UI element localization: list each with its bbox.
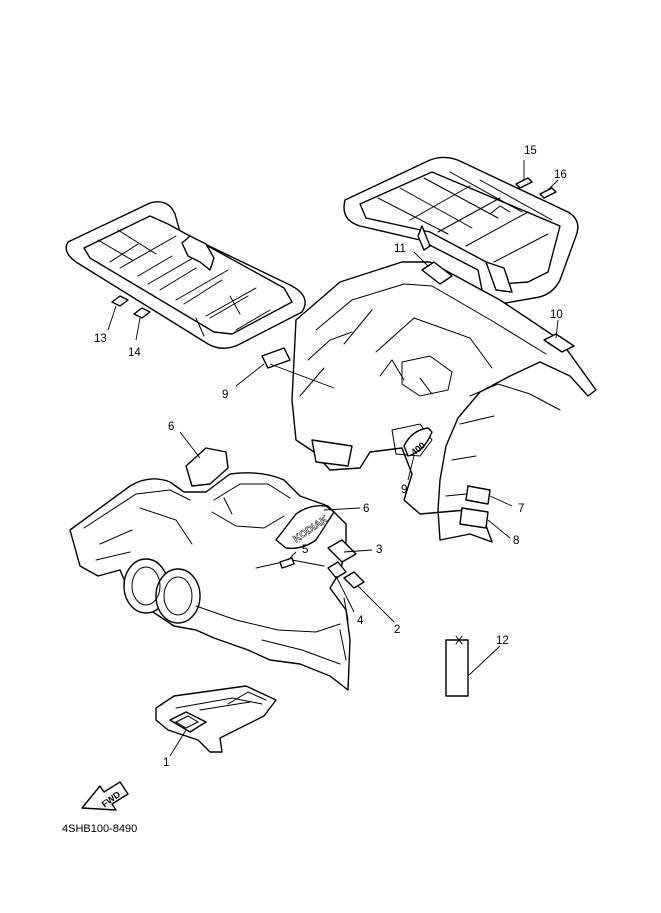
front-fender (69, 472, 351, 691)
decal-14-label (133, 307, 151, 319)
decal-10-label (543, 333, 575, 353)
callout-9-fender: 9 (401, 484, 407, 496)
callout-12: 12 (496, 635, 509, 647)
decal-9-label (261, 347, 291, 369)
callout-10: 10 (550, 309, 563, 321)
decal-5-label (279, 557, 295, 569)
callout-7: 7 (518, 503, 524, 515)
decal-11-label (421, 261, 453, 285)
callout-15: 15 (524, 145, 537, 157)
diagram-code: 4SHB100-8490 (62, 823, 137, 835)
callout-1: 1 (163, 757, 169, 769)
callout-6-cover: 6 (168, 421, 174, 433)
decals (111, 177, 575, 697)
callout-9-rear: 9 (222, 389, 228, 401)
callout-2: 2 (394, 624, 400, 636)
decal-3-label (327, 539, 357, 563)
callout-11: 11 (394, 243, 406, 255)
leader-lines (107, 160, 559, 757)
callout-8: 8 (513, 535, 519, 547)
seat-tray-cover (155, 685, 277, 753)
decal-7-label (465, 485, 491, 505)
callout-14: 14 (128, 347, 141, 359)
callout-6-emblem: 6 (363, 503, 369, 515)
callout-5: 5 (302, 544, 308, 556)
decal-13-label (111, 295, 129, 307)
callout-3: 3 (376, 544, 382, 556)
decal-12-warning-label (445, 639, 469, 697)
callout-4: 4 (357, 615, 364, 627)
fwd-arrow-icon: FWD (81, 781, 129, 811)
callout-13: 13 (94, 333, 107, 345)
callout-labels: 1 2 3 4 5 6 6 7 8 9 9 10 11 12 13 14 15 … (94, 145, 567, 769)
callout-16: 16 (554, 169, 567, 181)
decal-8-label (459, 507, 489, 529)
rear-fender (291, 261, 597, 543)
decal-2-label (343, 571, 365, 589)
decal-4-label (327, 561, 347, 579)
front-carrier-rack (65, 201, 306, 349)
rear-carrier-rack (343, 156, 579, 305)
decal-6-cover (185, 447, 229, 487)
